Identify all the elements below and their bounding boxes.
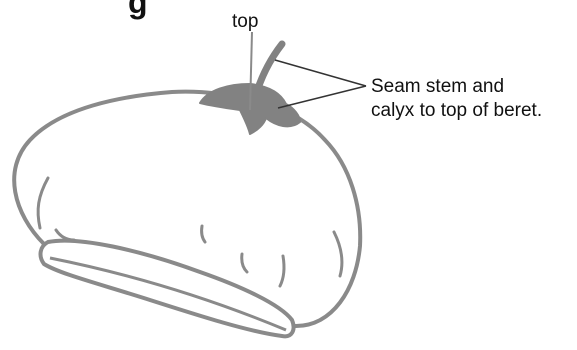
top-label: top [232, 12, 258, 31]
callout-line-2: calyx to top of beret. [371, 99, 542, 123]
callout-leader-stem [275, 60, 366, 86]
callout-leader-calyx [278, 86, 366, 108]
cropped-heading-text: g [128, 0, 148, 18]
callout-label: Seam stem and calyx to top of beret. [371, 75, 542, 123]
callout-line-1: Seam stem and [371, 75, 542, 99]
